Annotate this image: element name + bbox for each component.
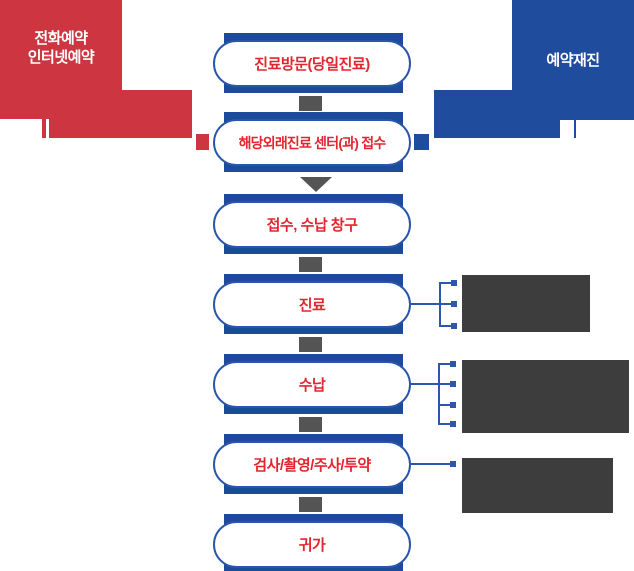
link-stub-node bbox=[450, 421, 456, 427]
link-stub-node bbox=[451, 301, 457, 307]
step-pill: 해당외래진료 센터(과) 접수 bbox=[213, 119, 411, 166]
badge-line-1: 전화예약 bbox=[34, 30, 88, 47]
link-main-line bbox=[411, 383, 438, 385]
step-pill: 접수, 수납 창구 bbox=[213, 201, 411, 248]
side-box-2 bbox=[462, 360, 629, 433]
blue-badge-tab bbox=[574, 120, 576, 138]
link-stub-line bbox=[439, 282, 452, 284]
flow-step-tests: 검사/촬영/주사/투약 bbox=[213, 434, 411, 494]
link-stub-node bbox=[450, 361, 456, 367]
link-stub-line bbox=[438, 363, 452, 365]
step-label: 검사/촬영/주사/투약 bbox=[253, 457, 371, 474]
link-stub-node bbox=[451, 280, 457, 286]
flow-connector-square bbox=[299, 417, 322, 432]
red-badge-arm bbox=[49, 90, 192, 138]
blue-badge-arm bbox=[434, 90, 560, 138]
flow-step-reception-payment-counter: 접수, 수납 창구 bbox=[213, 194, 411, 254]
down-triangle-icon bbox=[300, 177, 332, 192]
reservation-revisit-label: 예약재진 bbox=[546, 52, 600, 69]
red-connector-node bbox=[196, 134, 209, 150]
step-label: 접수, 수납 창구 bbox=[266, 217, 358, 234]
step-label: 수납 bbox=[298, 377, 326, 394]
step-label: 귀가 bbox=[298, 537, 326, 554]
link-stub-node bbox=[451, 323, 457, 329]
step-pill: 검사/촬영/주사/투약 bbox=[213, 441, 411, 488]
link-stub-node bbox=[450, 381, 456, 387]
link-stub-line bbox=[438, 383, 452, 385]
step-label: 해당외래진료 센터(과) 접수 bbox=[238, 134, 387, 151]
step-label: 진료 bbox=[298, 297, 326, 314]
link-stub-line bbox=[438, 404, 452, 406]
flow-connector-square bbox=[299, 337, 322, 352]
flow-connector-square bbox=[299, 257, 322, 272]
link-stub-line bbox=[439, 303, 452, 305]
flow-step-center-reception: 해당외래진료 센터(과) 접수 bbox=[213, 112, 411, 172]
link-vertical-line bbox=[438, 363, 440, 425]
link-stub-node bbox=[450, 461, 456, 467]
flow-connector-square bbox=[299, 96, 322, 111]
link-main-line bbox=[411, 463, 452, 465]
badge-line-2: 인터넷예약 bbox=[27, 49, 95, 66]
step-pill: 수납 bbox=[213, 361, 411, 408]
side-box-1 bbox=[462, 275, 590, 332]
red-badge-tab bbox=[42, 119, 46, 138]
flow-step-return-home: 귀가 bbox=[213, 514, 411, 571]
link-stub-line bbox=[438, 423, 452, 425]
link-main-line bbox=[411, 303, 439, 305]
link-stub-node bbox=[450, 402, 456, 408]
flow-step-visit: 진료방문(당일진료) bbox=[213, 33, 411, 93]
flow-step-treatment: 진료 bbox=[213, 274, 411, 334]
flow-step-payment: 수납 bbox=[213, 354, 411, 414]
link-stub-line bbox=[439, 325, 452, 327]
blue-connector-node bbox=[414, 134, 429, 150]
step-pill: 진료방문(당일진료) bbox=[213, 40, 411, 87]
flow-connector-square bbox=[299, 497, 322, 512]
step-pill: 귀가 bbox=[213, 521, 411, 568]
step-label: 진료방문(당일진료) bbox=[254, 56, 370, 73]
phone-internet-reservation-label: 전화예약 인터넷예약 bbox=[0, 29, 122, 67]
side-box-3 bbox=[462, 458, 613, 513]
step-pill: 진료 bbox=[213, 281, 411, 328]
